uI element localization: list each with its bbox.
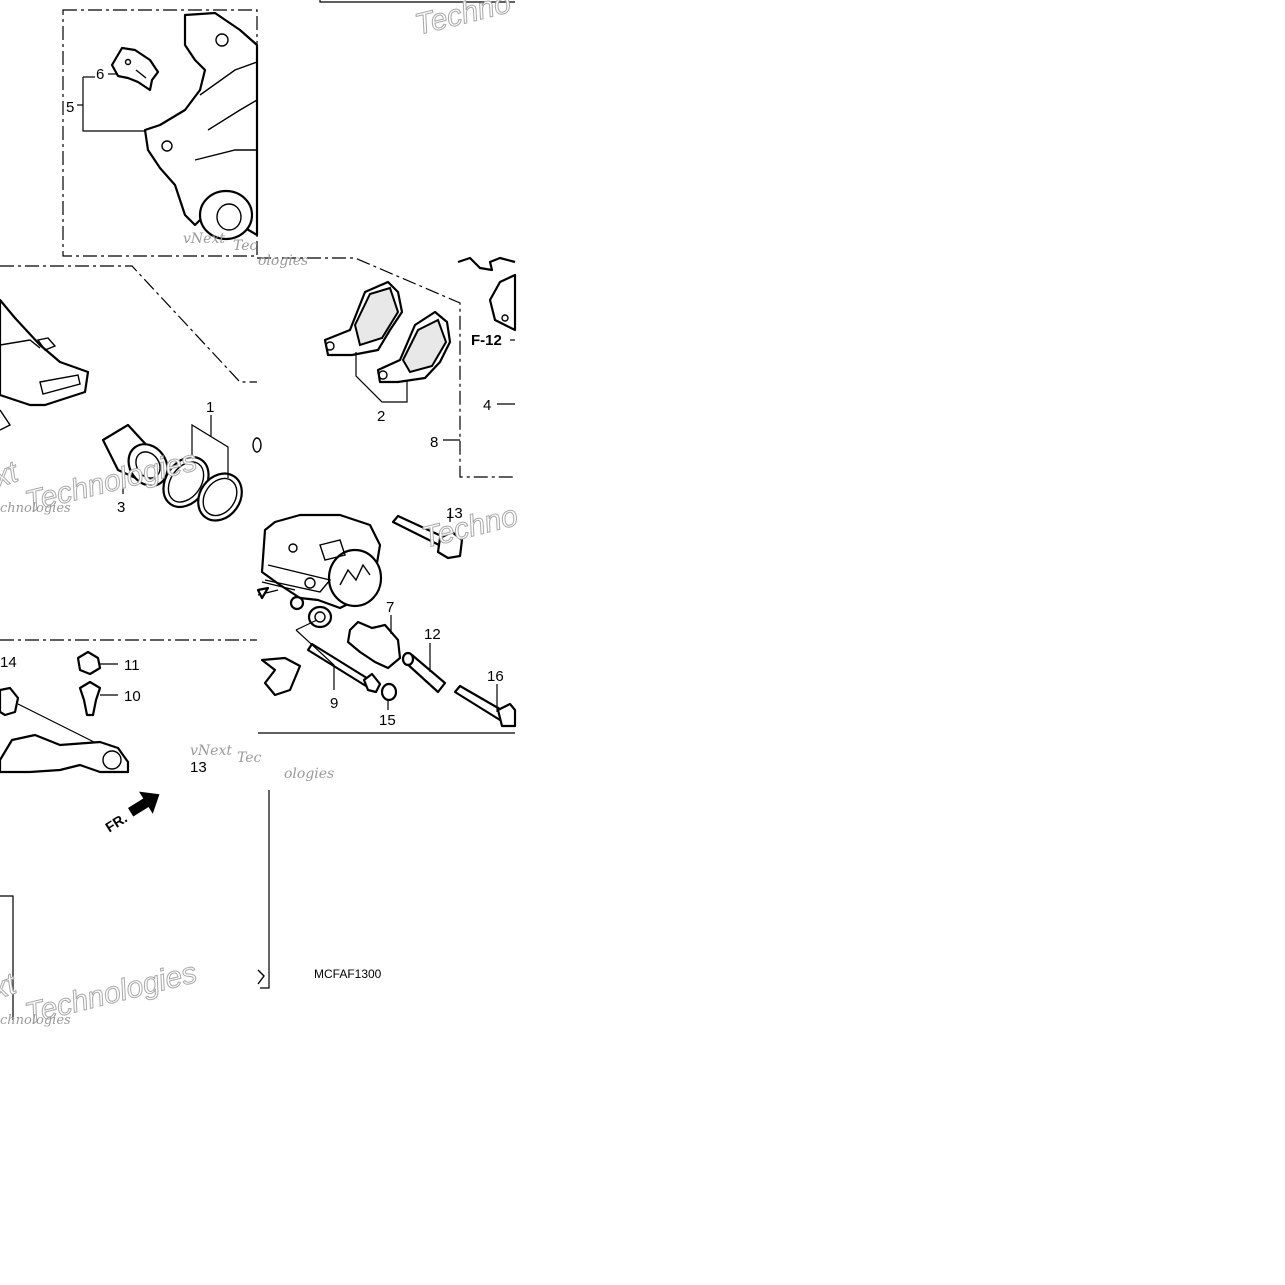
slide-pin-boot-part [346, 620, 402, 670]
callout-16: 16 [487, 668, 504, 685]
caliper-body-part [0, 298, 90, 407]
callout-10: 10 [124, 688, 141, 705]
caliper-lower-part [0, 733, 130, 774]
callout-1: 1 [206, 399, 214, 416]
mounting-bolt-head [436, 530, 464, 560]
tile-piston-seals: 3 1 xt Technologies chnologies [0, 265, 262, 522]
pad-spring-clip-part [110, 46, 160, 92]
callout-3: 3 [117, 499, 125, 516]
callout-5: 5 [66, 99, 74, 116]
front-direction-arrow: FR. [102, 791, 160, 836]
bracket-dashed-frame [62, 9, 258, 257]
callout-13-top: 13 [446, 505, 463, 522]
leader-5 [82, 77, 145, 132]
leader-2 [355, 352, 408, 403]
watermark-text: Tec [237, 750, 262, 766]
watermark-outline: Techno [419, 499, 521, 555]
tile-caliper-bracket: 5 6 vNext Tec [62, 9, 259, 257]
callout-14: 14 [0, 654, 17, 671]
watermark-outline: Techno [412, 0, 514, 42]
leader-1 [191, 423, 229, 478]
watermark-outline: xt [0, 455, 24, 495]
watermark-text: chnologies [0, 501, 71, 516]
retaining-clip-part [260, 656, 302, 697]
drawing-code: MCFAF1300 [314, 967, 382, 981]
brake-pad-friction [401, 318, 448, 374]
brake-pad-friction [353, 286, 400, 347]
arrow-icon [127, 791, 160, 817]
watermark-outline: xt [0, 967, 22, 1007]
bleeder-valve-part [78, 680, 102, 717]
watermark-text: ologies [284, 766, 334, 782]
callout-13-bottom: 13 [190, 759, 207, 776]
tile-bleeder: 14 11 10 FR. xt Technologies chnologies [0, 639, 257, 1031]
callout-4: 4 [483, 397, 491, 414]
tile-brake-pads: 2 F-12 4 8 ologies [257, 253, 517, 478]
watermark-text: ologies [258, 253, 308, 269]
caliper-bracket-part [143, 11, 259, 237]
watermark-text: vNext [183, 231, 225, 247]
dust-seal-part [197, 472, 243, 522]
tile-caliper-assembly: 13 Techno 7 9 15 12 16 [256, 499, 522, 734]
callout-12: 12 [424, 626, 441, 643]
bleeder-cap-part [76, 650, 102, 676]
callout-7: 7 [386, 599, 394, 616]
callout-9: 9 [330, 695, 338, 712]
tile-code-area: vNext Tec ologies 13 MCFAF1300 [190, 743, 382, 989]
watermark-text: vNext [190, 743, 232, 759]
front-label: FR. [102, 810, 130, 836]
watermark-text: Tec [233, 238, 258, 254]
watermark-text: chnologies [0, 1013, 71, 1028]
callout-11: 11 [124, 657, 140, 674]
callout-2: 2 [377, 408, 385, 425]
callout-8: 8 [430, 434, 438, 451]
callout-15: 15 [379, 712, 396, 729]
reference-label: F-12 [471, 332, 502, 349]
callout-6: 6 [96, 66, 104, 83]
